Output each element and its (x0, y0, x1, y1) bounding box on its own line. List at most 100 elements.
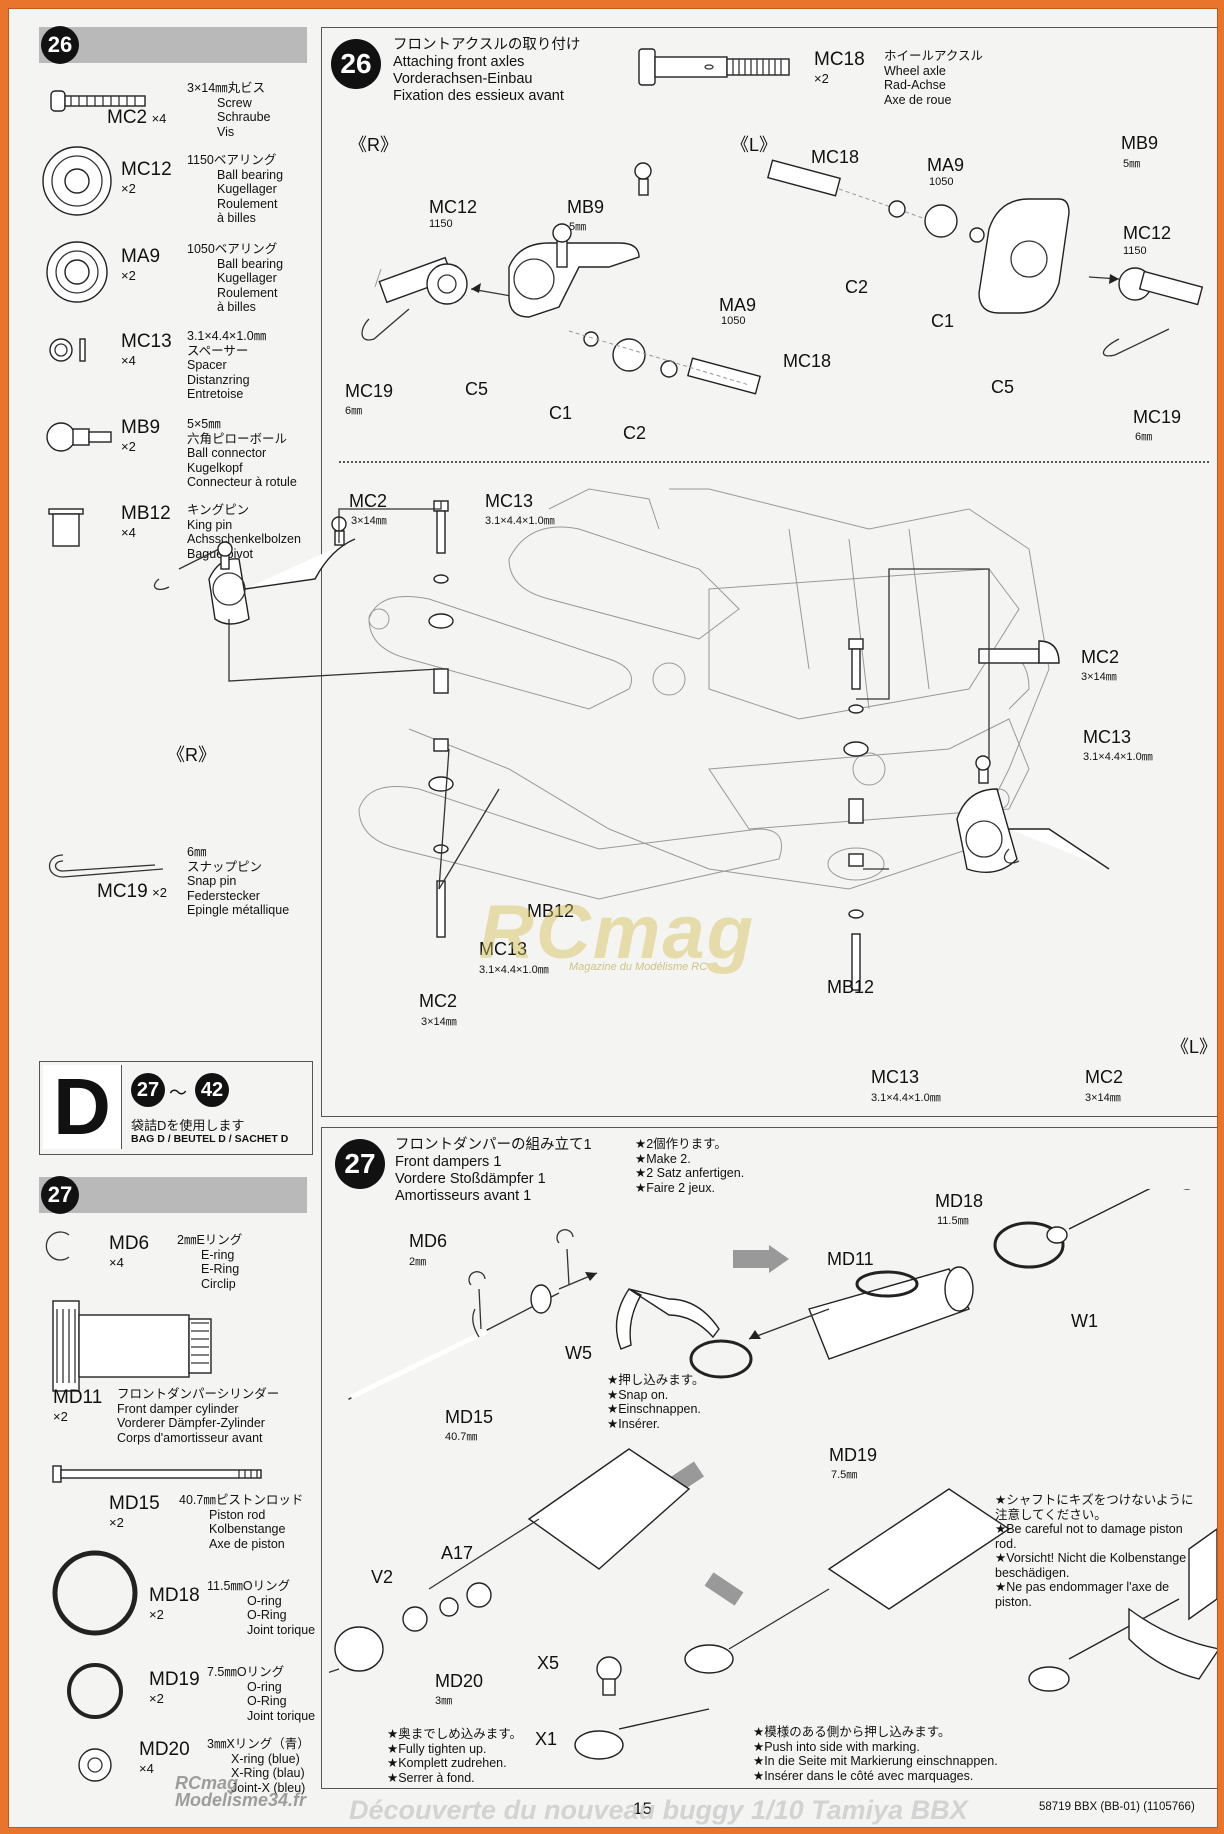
note-push-marking: ★模様のある側から押し込みます。★Push into side with mar… (753, 1725, 998, 1783)
label-mc2-right: MC2 (1081, 647, 1120, 667)
part-md20: MD20×4 (139, 1739, 190, 1776)
label-md6-size: 2㎜ (409, 1256, 427, 1268)
part-md11: MD11×2 (53, 1387, 103, 1424)
bag-tilde: 〜 (169, 1083, 187, 1103)
part-mb9: MB9×2 (121, 417, 161, 454)
label-mc12-r: MC12 (429, 197, 478, 217)
bag-en: BAG D / BEUTEL D / SACHET D (131, 1133, 289, 1145)
label-md20-size: 3㎜ (435, 1695, 453, 1707)
label-w1: W1 (1071, 1311, 1098, 1331)
label-v2: V2 (371, 1567, 394, 1587)
part-mc12: MC12×2 (121, 159, 172, 196)
label-mc19-r: MC19 (345, 381, 394, 401)
part-md6: MD6×4 (109, 1233, 150, 1270)
label-md20: MD20 (435, 1671, 484, 1691)
chassis-assembly-drawing (153, 488, 1110, 991)
wheel-axle-icon (638, 48, 790, 86)
label-mb9-r: MB9 (567, 197, 605, 217)
label-mc19-l: MC19 (1133, 407, 1182, 427)
side-l-label: 《L》 (731, 135, 778, 155)
label-md15: MD15 (445, 1407, 494, 1427)
label-md18-size: 11.5㎜ (937, 1215, 969, 1227)
label-mb9-l: MB9 (1121, 133, 1159, 153)
note-make-2: ★2個作ります。★Make 2.★2 Satz anfertigen.★Fair… (635, 1137, 745, 1195)
label-mc13-right-size: 3.1×4.4×1.0㎜ (1083, 751, 1153, 763)
spacer-icon (49, 338, 86, 362)
damper-cylinder-icon (52, 1300, 212, 1392)
note-careful: ★シャフトにキズをつけないように注意してください。★Be careful not… (995, 1493, 1194, 1609)
label-mc19-l-size: 6㎜ (1135, 431, 1153, 443)
label-mc2-bottom-size: 3×14㎜ (421, 1016, 457, 1028)
page-number: 15 (633, 1799, 652, 1818)
part-md20-desc: 3㎜Xリング（青）X-ring (blue)X-Ring (blau)Joint… (207, 1737, 310, 1795)
label-md18: MD18 (935, 1191, 984, 1211)
label-mc13-br: MC13 (871, 1067, 920, 1087)
label-mc13-bottom: MC13 (479, 939, 528, 959)
x-ring-icon (78, 1748, 112, 1782)
part-mc13: MC13×4 (121, 331, 172, 368)
exploded-view-axles (361, 159, 1204, 395)
label-mc18-l: MC18 (811, 147, 860, 167)
label-mb9-l-size: 5㎜ (1123, 158, 1141, 170)
part-mc2: MC2 ×4 (107, 107, 167, 128)
label-mc13-top-size: 3.1×4.4×1.0㎜ (485, 515, 555, 527)
bag-letter: D (43, 1065, 122, 1149)
label-mc12-l: MC12 (1123, 223, 1172, 243)
bearing-icon (42, 146, 112, 216)
damper-assembly-drawing (329, 1189, 1217, 1760)
part-md19: MD19×2 (149, 1669, 200, 1706)
bag-step-from: 27 (131, 1073, 165, 1107)
watermark-logo: RCmag (479, 890, 756, 975)
product-code: 58719 BBX (BB-01) (1105766) (1039, 1801, 1195, 1813)
label-c1-r: C1 (549, 403, 573, 423)
step27-diagram-frame (321, 1127, 1217, 1789)
watermark-subtitle: Magazine du Modélisme RC (569, 961, 708, 973)
label-md19: MD19 (829, 1445, 878, 1465)
part-ma9: MA9×2 (121, 246, 161, 283)
label-mc13-br-size: 3.1×4.4×1.0㎜ (871, 1092, 941, 1104)
step26-diagram-frame (321, 27, 1217, 1117)
label-w5: W5 (565, 1343, 592, 1363)
step26-divider (339, 461, 1209, 463)
corner-watermark: RCmag Modelisme34.fr (175, 1773, 307, 1810)
label-md6: MD6 (409, 1231, 448, 1251)
step26-number: 26 (331, 39, 381, 89)
label-mc19-r-size: 6㎜ (345, 405, 363, 417)
piston-rod-icon (52, 1465, 262, 1483)
part-md15: MD15×2 (109, 1493, 160, 1530)
o-ring-large-icon (52, 1550, 138, 1636)
label-md19-size: 7.5㎜ (831, 1469, 858, 1481)
label-mb9-r-size: 5㎜ (569, 221, 587, 233)
label-c5-r: C5 (465, 379, 489, 399)
step27-parts-icons (45, 1231, 262, 1782)
side-l-label-2: 《L》 (1171, 1037, 1218, 1057)
label-mc2-top: MC2 (349, 491, 388, 511)
step27-parts-number: 27 (41, 1176, 79, 1214)
bearing-small-icon (46, 241, 108, 303)
part-md18: MD18×2 (149, 1585, 200, 1622)
step27-number: 27 (335, 1139, 385, 1189)
label-mc13-bottom-size: 3.1×4.4×1.0㎜ (479, 964, 549, 976)
label-x1: X1 (535, 1729, 558, 1749)
label-c1-l: C1 (931, 311, 955, 331)
step26-parts-number: 26 (41, 26, 79, 64)
label-ma9-l-size: 1050 (929, 176, 954, 188)
label-mb12-left: MB12 (527, 901, 575, 921)
snap-pin-icon (48, 854, 164, 878)
label-mc13-right: MC13 (1083, 727, 1132, 747)
label-mc12-r-size: 1150 (429, 218, 453, 230)
label-x5: X5 (537, 1653, 560, 1673)
label-mc12-l-size: 1150 (1123, 245, 1147, 257)
side-r-label: 《R》 (349, 135, 398, 155)
